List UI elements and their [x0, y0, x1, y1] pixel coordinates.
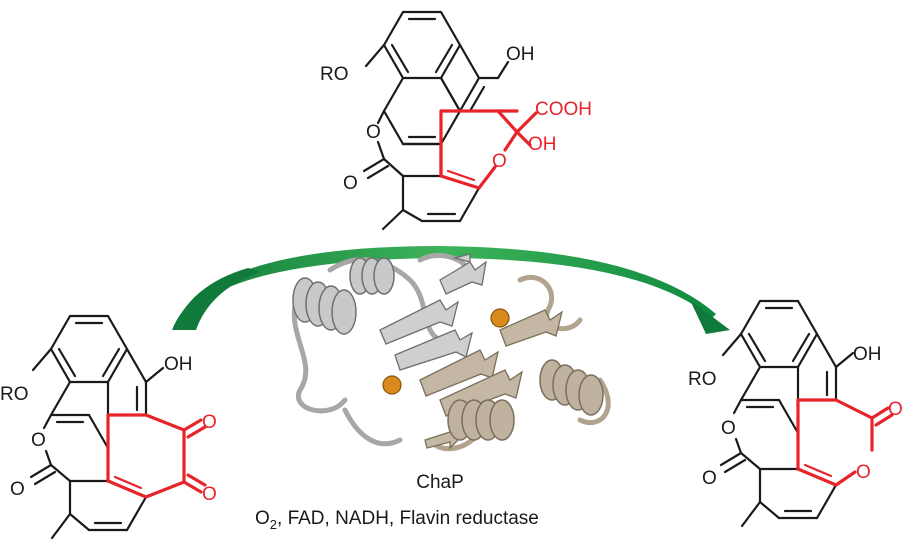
left-lactone-o-label: O: [31, 430, 46, 451]
right-carbonyl-red-o-label: O: [888, 399, 903, 420]
left-carbonyl-o-label: O: [10, 479, 25, 500]
top-lactone-o-label: O: [366, 122, 381, 143]
metal-ion-1: [490, 308, 510, 328]
top-cooh-label: COOH: [535, 99, 592, 120]
tan-sheet-3: [499, 309, 564, 347]
top-red-oh-label: OH: [528, 134, 557, 155]
top-ring-a: [382, 10, 462, 80]
tan-helix-2: [539, 359, 604, 416]
right-structure: OH RO O O: [688, 299, 903, 528]
enzyme-name: ChaP: [416, 472, 464, 493]
right-lactone-o-label: O: [721, 418, 736, 439]
reaction-arrow: [172, 246, 730, 334]
o2-subscript: 2: [270, 517, 277, 532]
enzyme-conditions: O2, FAD, NADH, Flavin reductase: [255, 508, 539, 532]
metal-ion-2: [382, 375, 402, 395]
right-oh-label: OH: [853, 344, 882, 365]
left-oh-label: OH: [164, 354, 193, 375]
right-ro-label: RO: [688, 369, 717, 390]
grey-sheet-1: [379, 299, 460, 345]
protein-structure: [291, 253, 611, 452]
grey-sheet-2: [394, 329, 474, 371]
tan-helix-1: [447, 399, 515, 441]
top-oh-label: OH: [506, 44, 535, 65]
arrowhead-icon: [690, 300, 730, 334]
left-quinone-o2-label: O: [202, 484, 217, 505]
left-structure: OH RO O O: [0, 314, 217, 540]
grey-helix-1: [292, 277, 357, 335]
left-ro-label: RO: [0, 384, 29, 405]
top-ro-label: RO: [320, 64, 349, 85]
tan-sheet-1: [419, 349, 499, 397]
top-structure: RO OH O O: [320, 10, 592, 231]
grey-helix-2: [349, 257, 395, 295]
right-red-ring: [796, 398, 894, 487]
conditions-rest: , FAD, NADH, Flavin reductase: [277, 508, 539, 529]
right-carbonyl-o-label: O: [702, 468, 717, 489]
top-ring-c: [381, 142, 481, 231]
top-carbonyl-o-label: O: [343, 173, 358, 194]
grey-sheet-3: [439, 260, 487, 295]
left-red-ring: [106, 413, 207, 499]
right-ring-o-label: O: [856, 462, 871, 483]
o2-prefix: O: [255, 508, 270, 529]
top-pyran-o-label: O: [492, 151, 507, 172]
top-red-ring: [439, 109, 538, 190]
top-ring-b: [382, 43, 500, 146]
left-quinone-o1-label: O: [202, 412, 217, 433]
